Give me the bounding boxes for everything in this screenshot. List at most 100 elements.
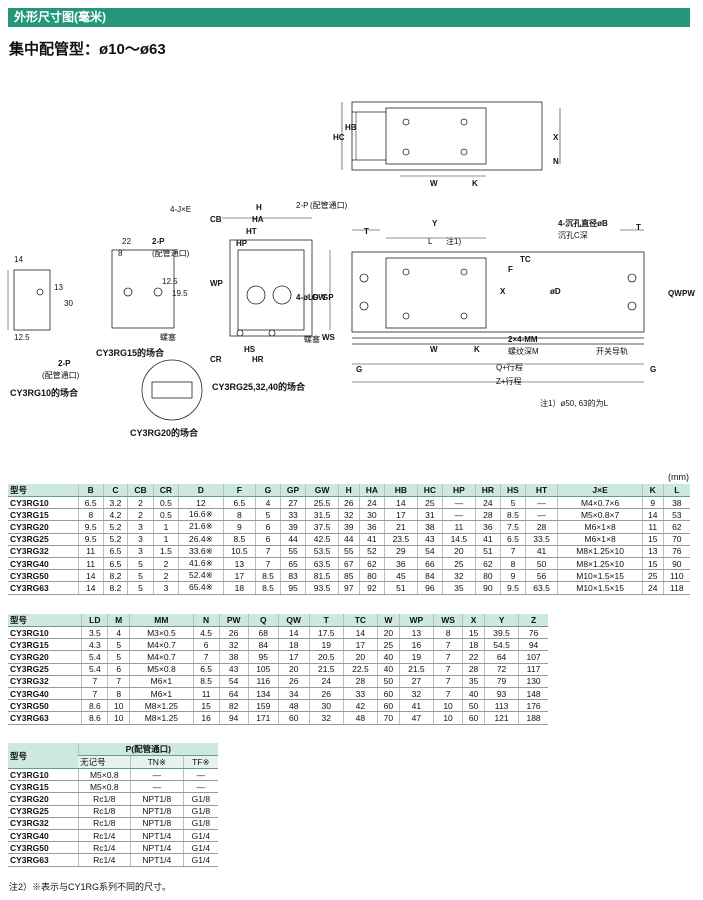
value-cell: 116 <box>247 675 279 688</box>
section-title-bar: 外形尺寸图(毫米) <box>8 8 690 27</box>
value-cell: 90 <box>662 557 690 571</box>
label-piping-port-cy3rg10: (配管通口) <box>42 370 80 380</box>
value-cell: M4×0.7 <box>129 638 194 652</box>
column-header: K <box>641 484 664 497</box>
value-cell: 6.5 <box>500 533 526 546</box>
value-cell: 4.5 <box>192 626 220 640</box>
model-cell: CY3RG50 <box>8 841 79 855</box>
value-cell: 51 <box>474 545 501 558</box>
label-ha: HA <box>252 215 264 224</box>
value-cell: 11 <box>77 557 104 571</box>
value-cell: 9 <box>222 520 256 534</box>
label-n: N <box>553 157 559 166</box>
model-cell: CY3RG63 <box>8 711 82 725</box>
model-cell: CY3RG25 <box>8 533 79 546</box>
column-header: 型号 <box>8 614 82 627</box>
label-x-top: X <box>553 133 559 142</box>
value-cell: 4.3 <box>81 638 108 652</box>
value-cell: Rc1/8 <box>77 805 131 818</box>
value-cell: 37.5 <box>305 520 339 534</box>
value-cell: 8.5 <box>255 569 281 583</box>
label-note1-ref: 注1) <box>446 236 461 246</box>
value-cell: Rc1/8 <box>77 817 131 830</box>
column-header: HS <box>500 484 526 497</box>
value-cell: 14 <box>277 626 310 640</box>
column-header: D <box>178 484 224 497</box>
label-x-side: X <box>500 287 506 296</box>
value-cell: 41 <box>524 545 558 558</box>
value-cell: 15 <box>462 626 485 640</box>
value-cell: 25 <box>377 638 400 652</box>
label-2p-cy3rg15: 2-P <box>152 237 165 246</box>
label-od: øD <box>550 287 561 296</box>
value-cell: 10 <box>432 711 463 725</box>
value-cell: 13 <box>222 557 256 571</box>
value-cell: 65.4※ <box>178 581 224 595</box>
value-cell: Rc1/4 <box>77 841 131 855</box>
column-header: QW <box>277 614 310 627</box>
column-header: Y <box>483 614 519 627</box>
value-cell: G1/8 <box>182 805 218 818</box>
value-cell: 19 <box>308 638 344 652</box>
value-cell: 80 <box>358 569 385 583</box>
value-cell: 70 <box>377 711 400 725</box>
value-cell: 38 <box>416 520 443 534</box>
model-cell: CY3RG15 <box>8 638 82 652</box>
value-cell: 7 <box>432 687 463 701</box>
label-thread-depth-m: 螺纹深M <box>508 346 539 356</box>
column-header: H <box>337 484 360 497</box>
value-cell: 32 <box>398 687 434 701</box>
label-dim-8: 8 <box>118 249 123 258</box>
column-header: GP <box>279 484 306 497</box>
value-cell: 97 <box>337 581 360 595</box>
model-cell: CY3RG15 <box>8 508 79 522</box>
value-cell: 7 <box>255 557 281 571</box>
value-cell: 17.5 <box>308 626 344 640</box>
value-cell: 2 <box>127 496 154 510</box>
cy3rg25-front-view <box>229 239 313 337</box>
model-cell: CY3RG40 <box>8 829 79 843</box>
value-cell: 3 <box>127 533 154 546</box>
value-cell: 15 <box>641 557 664 571</box>
top-view-slider <box>385 107 487 165</box>
value-cell: NPT1/8 <box>129 805 184 818</box>
unit-label: (mm) <box>668 472 689 482</box>
model-cell: CY3RG32 <box>8 675 82 688</box>
value-cell: 20 <box>377 626 400 640</box>
label-piping-port-cy3rg15: (配管通口) <box>152 248 190 258</box>
label-y: Y <box>432 219 438 228</box>
value-cell: 32 <box>337 508 360 522</box>
model-cell: CY3RG10 <box>8 626 82 640</box>
label-z-stroke: Z+行程 <box>496 376 522 386</box>
value-cell: 159 <box>247 699 279 713</box>
value-cell: 63.5 <box>524 581 558 595</box>
value-cell: 29 <box>384 545 418 558</box>
value-cell: 148 <box>518 687 548 701</box>
column-header: C <box>102 484 128 497</box>
value-cell: 90 <box>474 581 501 595</box>
label-wp: WP <box>210 279 224 288</box>
value-cell: 41 <box>358 533 385 546</box>
value-cell: 8.5 <box>222 533 256 546</box>
value-cell: 5 <box>255 508 281 522</box>
value-cell: 95 <box>279 581 306 595</box>
value-cell: 17 <box>342 638 378 652</box>
value-cell: 44 <box>337 533 360 546</box>
value-cell: NPT1/8 <box>129 792 184 806</box>
column-header: LD <box>81 614 108 627</box>
value-cell: 50 <box>377 675 400 688</box>
value-cell: M5×0.8 <box>129 663 194 676</box>
port-table-model-header: 型号 <box>8 743 79 769</box>
value-cell: 2 <box>152 569 179 583</box>
value-cell: 16.6※ <box>178 508 224 522</box>
label-dim-12-5b: 12.5 <box>162 277 178 286</box>
